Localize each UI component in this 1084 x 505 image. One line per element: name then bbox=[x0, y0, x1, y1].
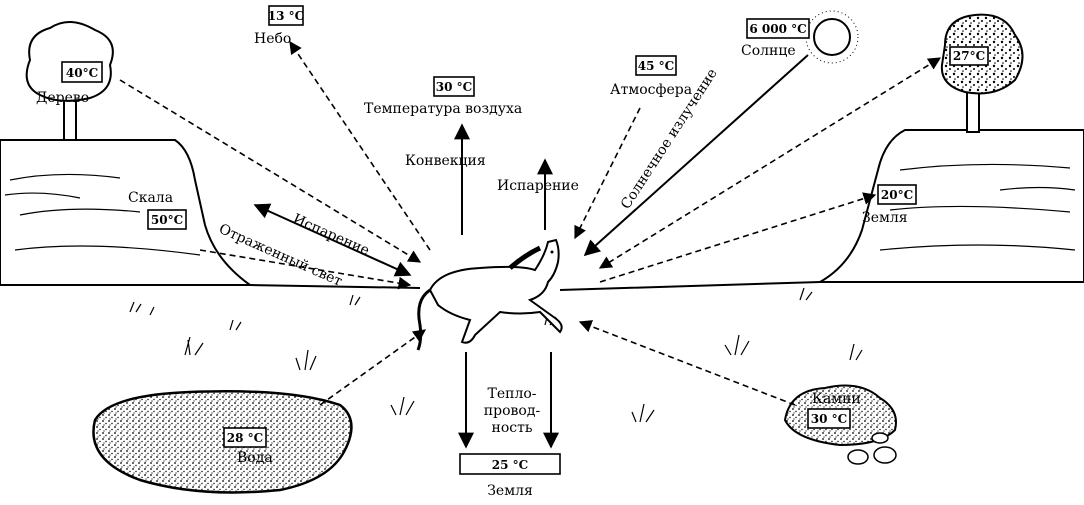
water-pond bbox=[92, 390, 353, 494]
label-heat-conduction-3: ность bbox=[492, 420, 533, 436]
temp-rock: 50°C bbox=[147, 209, 187, 230]
label-rock: Скала bbox=[128, 190, 173, 206]
ground-line bbox=[249, 281, 821, 291]
label-earth-bottom: Земля bbox=[487, 483, 533, 499]
label-heat-conduction-1: Тепло- bbox=[487, 386, 536, 402]
temp-rock-value: 50°C bbox=[151, 213, 183, 227]
label-atmosphere: Атмосфера bbox=[610, 82, 692, 98]
label-stones: Камни bbox=[812, 391, 861, 407]
temp-tree-right-value: 27°C bbox=[953, 49, 985, 63]
label-earth-right: Земля bbox=[862, 210, 908, 226]
arrows bbox=[119, 40, 942, 449]
label-sun: Солнце bbox=[741, 43, 796, 59]
temp-earth-right-value: 20°C bbox=[881, 188, 913, 202]
temp-tree-right: 27°C bbox=[949, 46, 989, 66]
temp-tree-left: 40°C bbox=[61, 61, 103, 83]
label-convection: Конвекция bbox=[405, 153, 486, 169]
temp-air: 30 °C bbox=[433, 76, 475, 97]
temp-earth-bottom-value: 25 °C bbox=[492, 458, 528, 472]
temp-earth-bottom: 25 °C bbox=[459, 453, 561, 475]
temp-sun: 6 000 °C bbox=[746, 18, 810, 39]
temp-water: 28 °C bbox=[223, 427, 267, 448]
temp-earth-right: 20°C bbox=[877, 184, 917, 205]
label-air-temperature: Температура воздуха bbox=[364, 101, 522, 117]
temp-air-value: 30 °C bbox=[436, 80, 472, 94]
temp-atmosphere-value: 45 °C bbox=[638, 59, 674, 73]
label-water: Вода bbox=[237, 450, 273, 466]
temp-sky: 13 °C bbox=[268, 5, 304, 26]
temp-stones-value: 30 °C bbox=[811, 412, 847, 426]
label-sky: Небо bbox=[254, 31, 291, 47]
temp-water-value: 28 °C bbox=[227, 431, 263, 445]
label-heat-conduction-2: провод- bbox=[484, 403, 541, 419]
temp-tree-left-value: 40°C bbox=[66, 66, 98, 80]
temp-stones: 30 °C bbox=[807, 408, 851, 429]
sun-icon bbox=[805, 10, 859, 64]
label-evaporation-up: Испарение bbox=[497, 178, 579, 194]
temp-sky-value: 13 °C bbox=[268, 9, 304, 23]
temp-atmosphere: 45 °C bbox=[635, 55, 677, 76]
temp-sun-value: 6 000 °C bbox=[749, 22, 806, 36]
label-evaporation-left: Испарение bbox=[290, 211, 371, 259]
label-tree-left: Дерево bbox=[36, 90, 89, 106]
left-cliff bbox=[0, 139, 254, 286]
right-cliff bbox=[816, 129, 1084, 283]
tree-right bbox=[940, 13, 1024, 133]
horse-icon bbox=[416, 238, 563, 351]
